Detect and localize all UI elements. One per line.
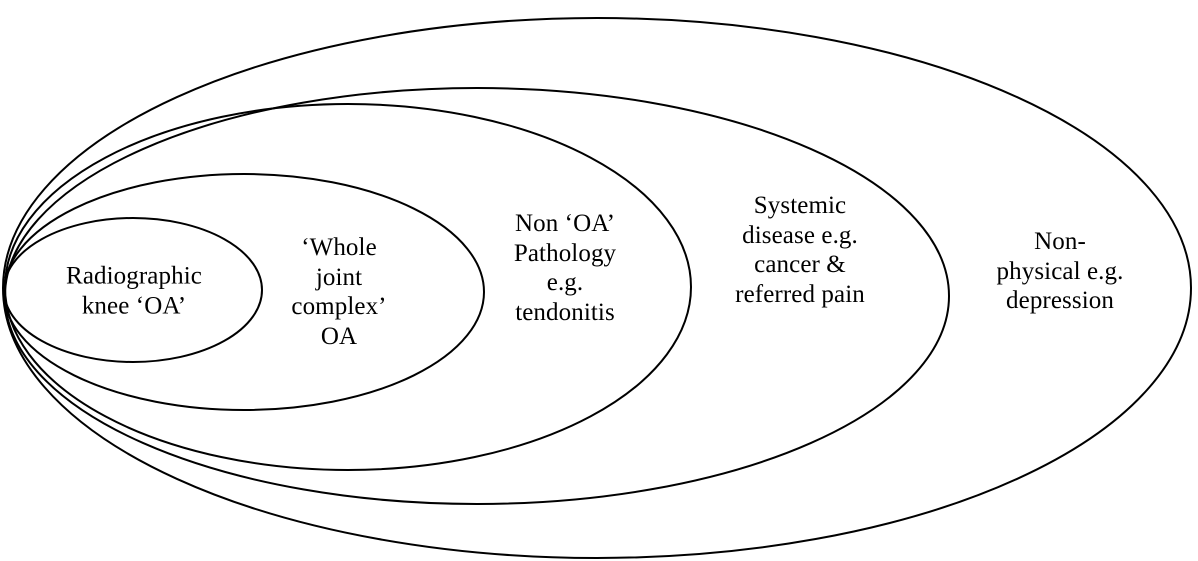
label-systemic-disease: Systemic disease e.g. cancer & referred … bbox=[735, 192, 865, 308]
label-whole-joint-complex-oa: ‘Whole joint complex’ OA bbox=[291, 234, 387, 350]
label-radiographic-knee-oa: Radiographic knee ‘OA’ bbox=[66, 262, 202, 320]
label-non-oa-pathology: Non ‘OA’ Pathology e.g. tendonitis bbox=[513, 210, 617, 326]
ellipse-ring-4 bbox=[2, 17, 1192, 559]
label-non-physical: Non- physical e.g. depression bbox=[996, 227, 1124, 314]
ellipse-ring-0 bbox=[3, 217, 263, 363]
